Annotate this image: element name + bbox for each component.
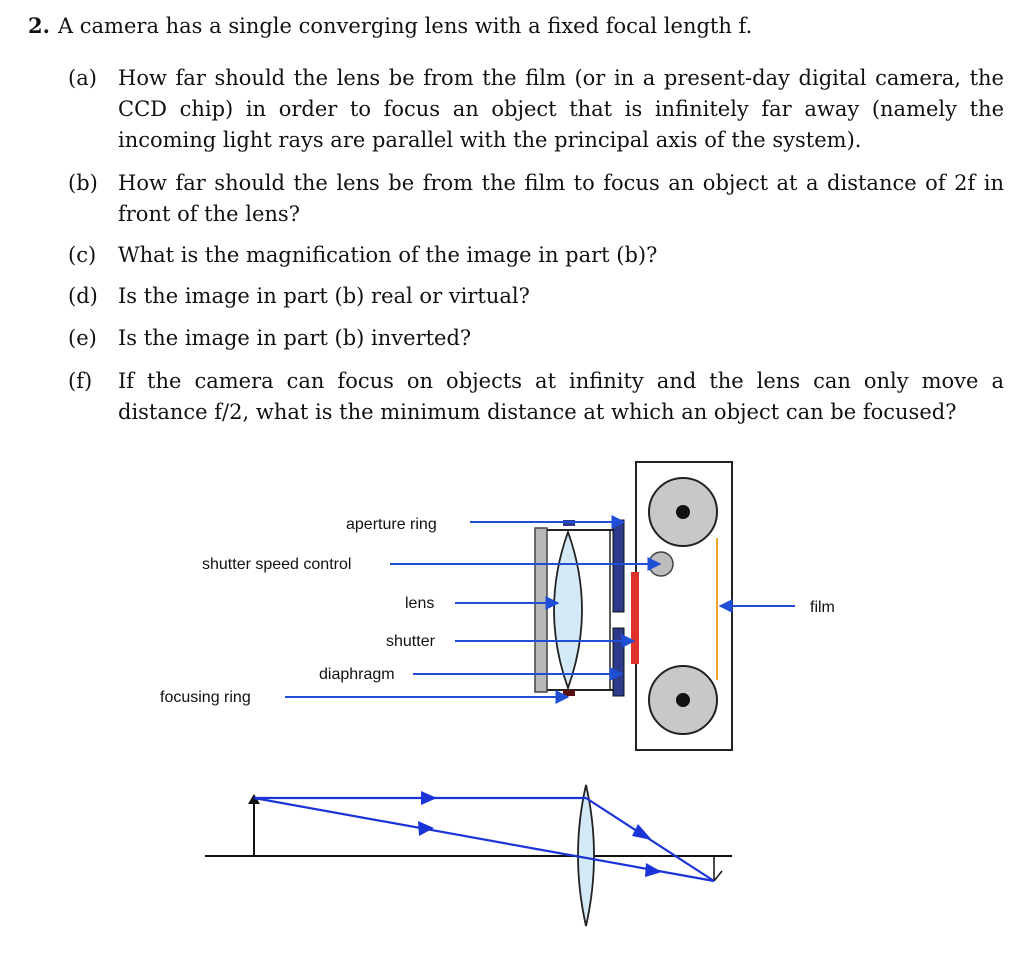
part-text: What is the magnification of the image i…: [118, 243, 658, 267]
focusing-ring-tab: [563, 690, 575, 696]
part-text: How far should the lens be from the film…: [118, 66, 1004, 152]
object-arrow: [248, 794, 260, 856]
shutter-blade-bottom: [612, 627, 625, 697]
label-lens: lens: [405, 595, 434, 612]
part-label: (c): [68, 243, 97, 267]
label-aperture-ring: aperture ring: [346, 516, 437, 533]
problem-text: A camera has a single converging lens wi…: [57, 14, 753, 38]
shutter-blade-top: [612, 519, 625, 613]
part-text: How far should the lens be from the film…: [118, 171, 1004, 226]
part-label: (f): [68, 369, 93, 393]
part-text: If the camera can focus on objects at in…: [118, 369, 1004, 424]
part-label: (e): [68, 326, 97, 350]
camera-diagram: aperture ring shutter speed control lens…: [0, 440, 1024, 968]
bottom-spool: [648, 665, 718, 735]
part-label: (a): [68, 66, 97, 90]
image-arrow: [713, 856, 723, 882]
part-text: Is the image in part (b) real or virtual…: [118, 284, 530, 308]
camera-lens: [553, 529, 583, 691]
label-focusing-ring: focusing ring: [160, 689, 251, 706]
ray-arrowhead: [645, 863, 662, 877]
problem-statement: 2. A camera has a single converging lens …: [28, 12, 752, 40]
thin-lens: [577, 784, 595, 927]
ray-central: [253, 796, 715, 883]
focusing-ring-barrel: [534, 527, 548, 693]
top-spool: [648, 477, 718, 547]
part-label: (d): [68, 284, 98, 308]
ray-arrowhead: [421, 791, 437, 805]
problem-number: 2.: [28, 13, 50, 38]
label-film: film: [810, 599, 835, 616]
label-shutter: shutter: [386, 633, 436, 650]
camera-diagram-svg: aperture ring shutter speed control lens…: [160, 461, 835, 927]
label-diaphragm: diaphragm: [319, 666, 395, 683]
shutter-red: [631, 572, 639, 664]
ray-arrowhead: [418, 821, 434, 836]
ray-arrowhead: [632, 824, 652, 840]
part-label: (b): [68, 171, 98, 195]
label-shutter-speed-control: shutter speed control: [202, 556, 351, 573]
part-text: Is the image in part (b) inverted?: [118, 326, 472, 350]
